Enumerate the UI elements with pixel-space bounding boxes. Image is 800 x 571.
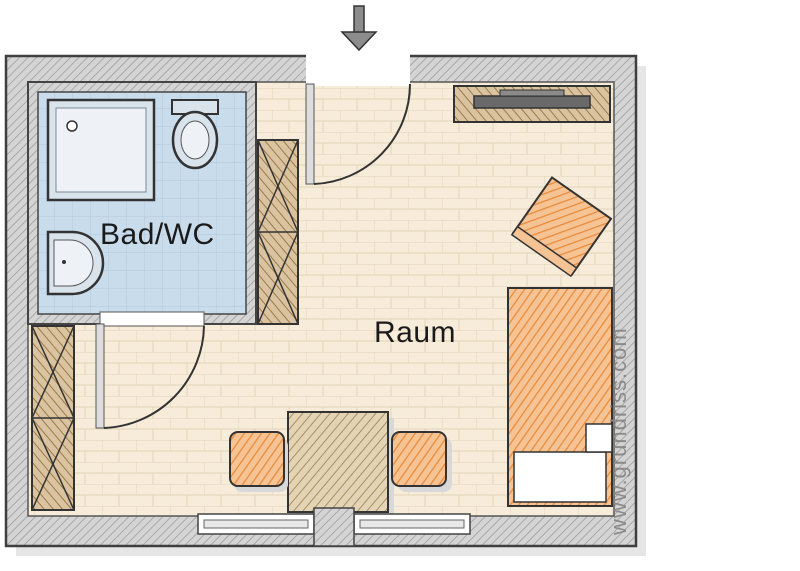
window-mullion: [313, 507, 355, 547]
bed-icon: [507, 287, 613, 507]
shower-tray-icon: [46, 98, 156, 202]
chair-icon: [229, 431, 288, 492]
door-frame-left: [305, 83, 315, 185]
bathroom-door-opening: [99, 311, 205, 327]
sink-icon: [46, 230, 105, 296]
toilet-icon: [171, 99, 219, 170]
bathroom-door-swing: [103, 325, 205, 429]
wardrobe-right: [257, 139, 299, 325]
entrance-opening: [306, 52, 410, 86]
tv-sideboard-icon: [453, 85, 611, 123]
window-bottom-right: [353, 513, 471, 535]
bathroom-door-leaf: [95, 323, 105, 429]
dining-table-icon: [287, 411, 394, 518]
window-bottom-left: [197, 513, 315, 535]
wardrobe-left: [31, 325, 75, 511]
armchair-icon: [510, 176, 613, 278]
bathroom-label: Bad/WC: [100, 218, 215, 251]
watermark-text: www.grundriss.com: [606, 327, 631, 535]
entrance-door-swing: [313, 83, 412, 185]
chair-icon: [391, 431, 452, 492]
entrance-arrow-icon: [340, 5, 378, 52]
main-room-label: Raum: [374, 316, 457, 349]
